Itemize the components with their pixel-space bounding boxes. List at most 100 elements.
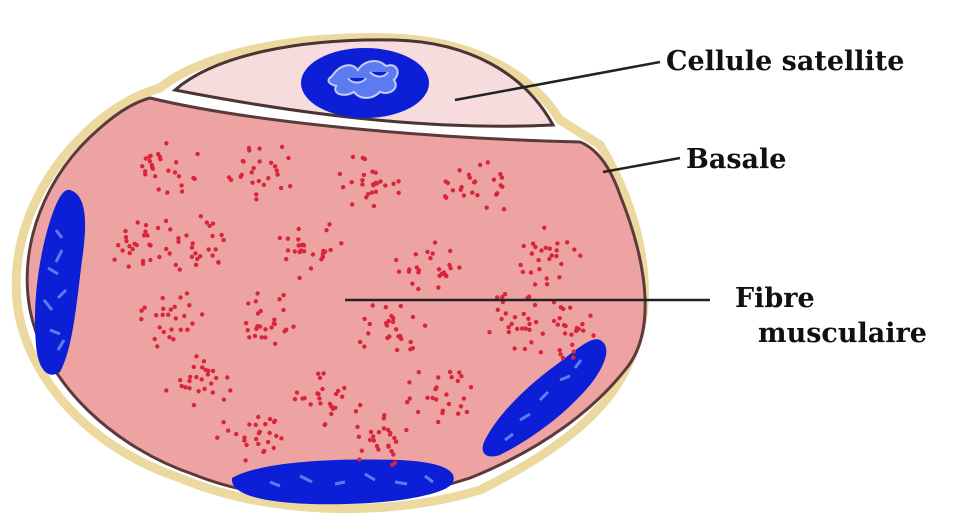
myofibril-dot: [537, 267, 541, 271]
myofibril-dot: [371, 434, 375, 438]
myofibril-dot: [333, 406, 337, 410]
myofibril-dot: [174, 316, 178, 320]
myofibril-dot: [297, 227, 301, 231]
myofibril-dot: [550, 253, 554, 257]
myofibril-dot: [166, 313, 170, 317]
myofibril-dot: [558, 352, 562, 356]
myofibril-dot: [148, 243, 152, 247]
myofibril-dot: [284, 257, 288, 261]
myofibril-dot: [209, 381, 213, 385]
myofibril-dot: [440, 411, 444, 415]
myofibril-dot: [375, 181, 379, 185]
myofibril-dot: [354, 409, 358, 413]
myofibril-dot: [434, 397, 438, 401]
myofibril-dot: [311, 252, 315, 256]
myofibril-dot: [183, 385, 187, 389]
myofibril-dot: [179, 328, 183, 332]
myofibril-dot: [169, 307, 173, 311]
myofibril-dot: [392, 436, 396, 440]
myofibril-dot: [120, 248, 124, 252]
myofibril-dot: [302, 396, 306, 400]
myofibril-dot: [254, 423, 258, 427]
myofibril-dot: [462, 193, 466, 197]
myofibril-dot: [561, 356, 565, 360]
myofibril-dot: [174, 160, 178, 164]
myofibril-dot: [527, 322, 531, 326]
myofibril-dot: [258, 324, 262, 328]
myofibril-dot: [503, 292, 507, 296]
myofibril-dot: [196, 389, 200, 393]
myofibril-dot: [465, 410, 469, 414]
myofibril-dot: [153, 337, 157, 341]
myofibril-dot: [263, 422, 267, 426]
myofibril-dot: [286, 248, 290, 252]
myofibril-dot: [187, 303, 191, 307]
myofibril-dot: [527, 328, 531, 332]
myofibril-dot: [222, 397, 226, 401]
myofibril-dot: [499, 317, 503, 321]
myofibril-dot: [266, 176, 270, 180]
myofibril-dot: [161, 313, 165, 317]
myofibril-dot: [144, 223, 148, 227]
myofibril-dot: [358, 340, 362, 344]
myofibril-dot: [558, 316, 562, 320]
myofibril-dot: [396, 334, 400, 338]
myofibril-dot: [161, 307, 165, 311]
myofibril-dot: [198, 254, 202, 258]
myofibril-dot: [141, 259, 145, 263]
myofibril-dot: [178, 267, 182, 271]
myofibril-dot: [154, 313, 158, 317]
myofibril-dot: [462, 396, 466, 400]
myofibril-dot: [544, 246, 548, 250]
myofibril-dot: [555, 241, 559, 245]
myofibril-dot: [242, 435, 246, 439]
myofibril-dot: [368, 322, 372, 326]
myofibril-dot: [219, 233, 223, 237]
myofibril-dot: [288, 184, 292, 188]
myofibril-dot: [360, 178, 364, 182]
myofibril-dot: [157, 255, 161, 259]
myofibril-dot: [470, 190, 474, 194]
myofibril-dot: [423, 324, 427, 328]
myofibril-dot: [386, 428, 390, 432]
myofibril-dot: [559, 262, 563, 266]
myofibril-dot: [190, 245, 194, 249]
myofibril-dot: [399, 304, 403, 308]
myofibril-dot: [263, 335, 267, 339]
myofibril-dot: [187, 386, 191, 390]
myofibril-dot: [247, 335, 251, 339]
myofibril-dot: [177, 174, 181, 178]
myofibril-dot: [256, 311, 260, 315]
myofibril-dot: [408, 347, 412, 351]
myofibril-dot: [530, 251, 534, 255]
myofibril-dot: [202, 359, 206, 363]
myofibril-dot: [167, 335, 171, 339]
myofibril-dot: [123, 229, 127, 233]
myofibril-dot: [456, 379, 460, 383]
myofibril-dot: [507, 330, 511, 334]
myofibril-dot: [112, 258, 116, 262]
myofibril-dot: [425, 250, 429, 254]
myofibril-dot: [321, 252, 325, 256]
myofibril-dot: [395, 348, 399, 352]
myofibril-dot: [390, 463, 394, 467]
myofibril-dot: [357, 457, 361, 461]
myofibril-dot: [199, 214, 203, 218]
myofibril-dot: [246, 301, 250, 305]
myofibril-dot: [529, 270, 533, 274]
myofibril-dot: [375, 444, 379, 448]
myofibril-dot: [221, 420, 225, 424]
myofibril-dot: [241, 159, 245, 163]
myofibril-dot: [316, 372, 320, 376]
myofibril-dot: [128, 251, 132, 255]
myofibril-dot: [473, 179, 477, 183]
myofibril-dot: [436, 375, 440, 379]
myofibril-dot: [410, 282, 414, 286]
myofibril-dot: [396, 179, 400, 183]
myofibril-dot: [157, 187, 161, 191]
myofibril-dot: [206, 369, 210, 373]
myofibril-dot: [257, 431, 261, 435]
myofibril-dot: [136, 220, 140, 224]
myofibril-dot: [127, 264, 131, 268]
myofibril-dot: [268, 431, 272, 435]
